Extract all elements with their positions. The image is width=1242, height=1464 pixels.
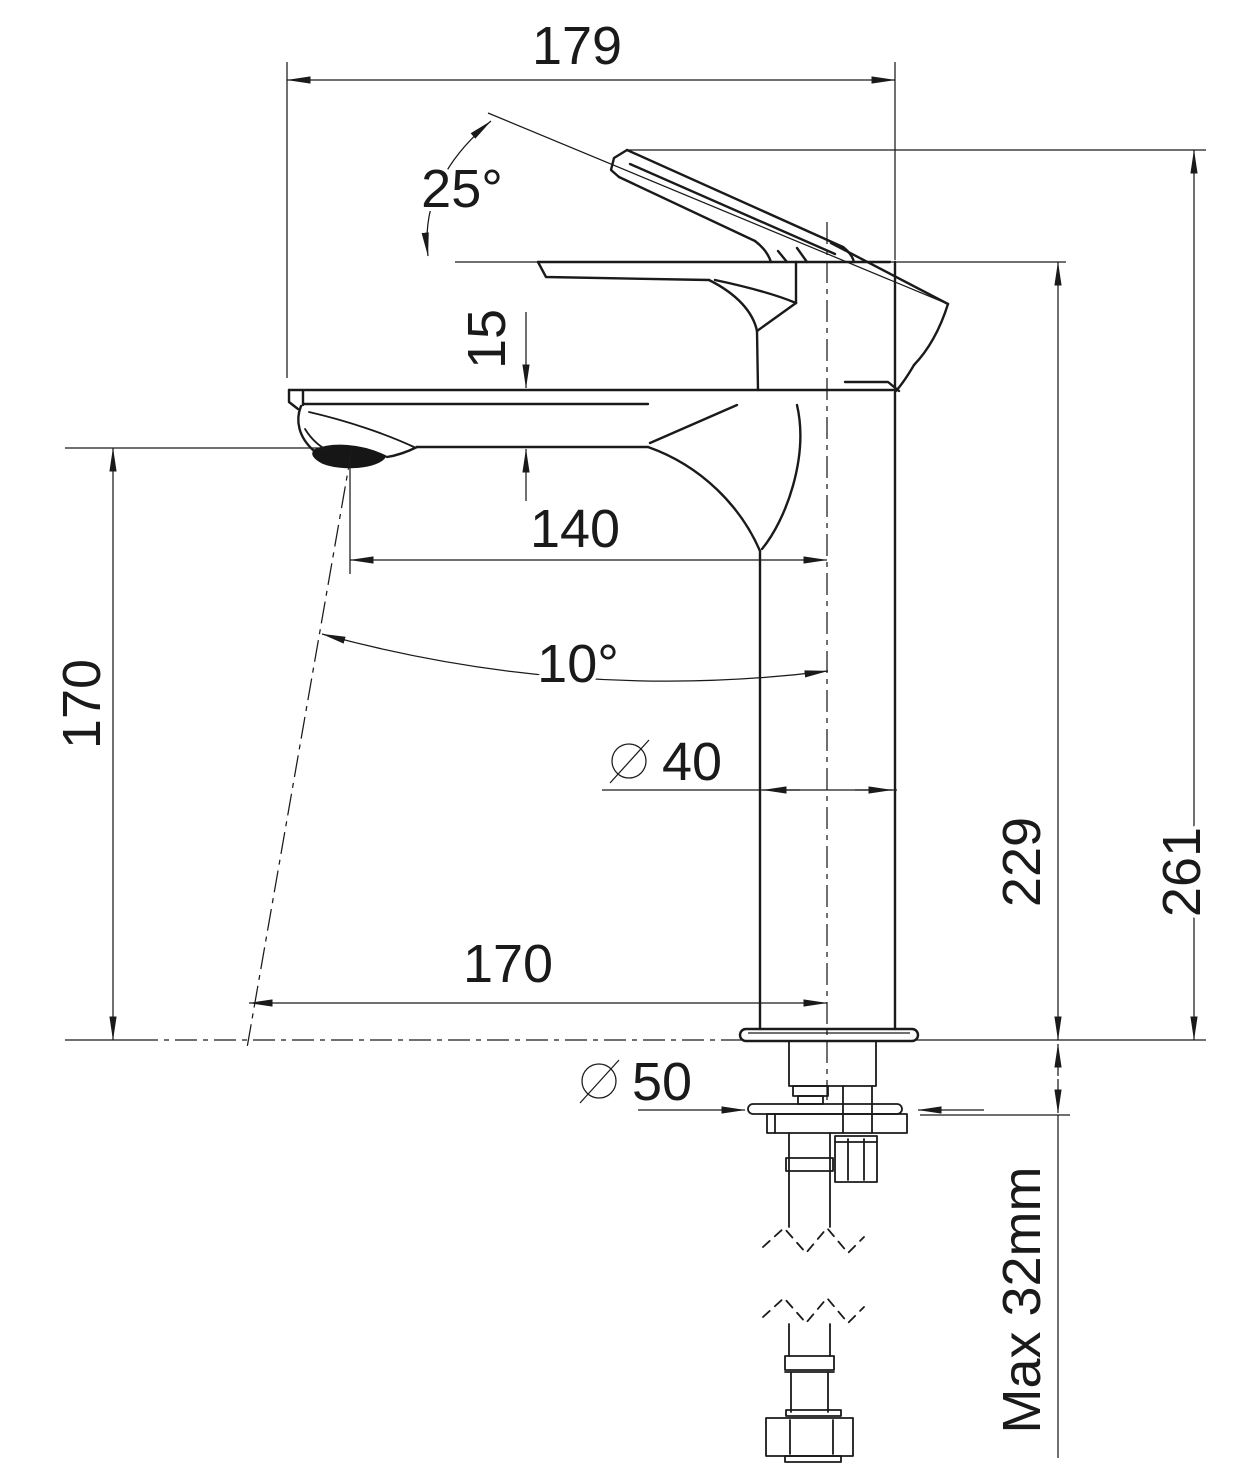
diameter-symbol-icon xyxy=(579,1059,620,1104)
hose-break-icon xyxy=(762,1226,865,1255)
dim-label-15: 15 xyxy=(457,309,517,369)
hose-end-nut xyxy=(765,1417,854,1463)
water-stream-line xyxy=(246,447,353,1049)
dim-label-170-horizontal: 170 xyxy=(463,934,553,994)
mounting-hardware xyxy=(747,1040,908,1183)
faucet-outline xyxy=(287,148,950,1463)
diameter-symbol-icon xyxy=(609,739,650,784)
aerator xyxy=(312,444,387,469)
lever-handle xyxy=(609,148,856,264)
dim-label-170-vertical: 170 xyxy=(52,659,112,749)
dim-stream-angle: 10° xyxy=(321,630,829,698)
dim-spout-height: 170 xyxy=(48,447,332,1041)
dim-label-229: 229 xyxy=(992,817,1052,907)
dim-handle-angle: 25° xyxy=(417,112,1066,305)
dim-stream-offset: 170 xyxy=(248,930,828,1007)
dim-max-deck-thickness: Max 32mm xyxy=(920,1043,1070,1458)
base-flange xyxy=(738,1027,920,1043)
hose-break-icon xyxy=(762,1296,865,1325)
dim-label-179: 179 xyxy=(532,16,622,76)
centerlines xyxy=(65,222,1206,1100)
dim-spout-thickness: 15 xyxy=(453,305,530,501)
dim-flange-diameter: 50 xyxy=(579,1048,984,1116)
dim-label-140: 140 xyxy=(530,499,620,559)
mixer-head xyxy=(536,241,950,393)
dim-label-10deg: 10° xyxy=(537,634,619,694)
dim-overall-width: 179 xyxy=(286,12,896,378)
dim-label-261: 261 xyxy=(1152,827,1212,917)
mounting-nut xyxy=(834,1135,878,1183)
horseshoe-washer xyxy=(747,1103,903,1115)
spout xyxy=(287,388,895,469)
dim-label-50: 50 xyxy=(632,1052,692,1112)
angle-reference-line xyxy=(487,112,949,305)
dim-label-25deg: 25° xyxy=(421,159,503,219)
dim-overall-height: 261 xyxy=(628,149,1216,1041)
dim-height-to-spout-top: 229 xyxy=(988,261,1062,1041)
dim-body-diameter: 40 xyxy=(602,728,897,796)
mounting-plate xyxy=(766,1113,908,1134)
dim-label-max-32mm: Max 32mm xyxy=(992,1166,1052,1433)
body-column xyxy=(646,260,897,1031)
dim-label-40: 40 xyxy=(662,732,722,792)
dim-spout-reach: 140 xyxy=(349,455,828,574)
supply-hose xyxy=(762,1132,865,1463)
